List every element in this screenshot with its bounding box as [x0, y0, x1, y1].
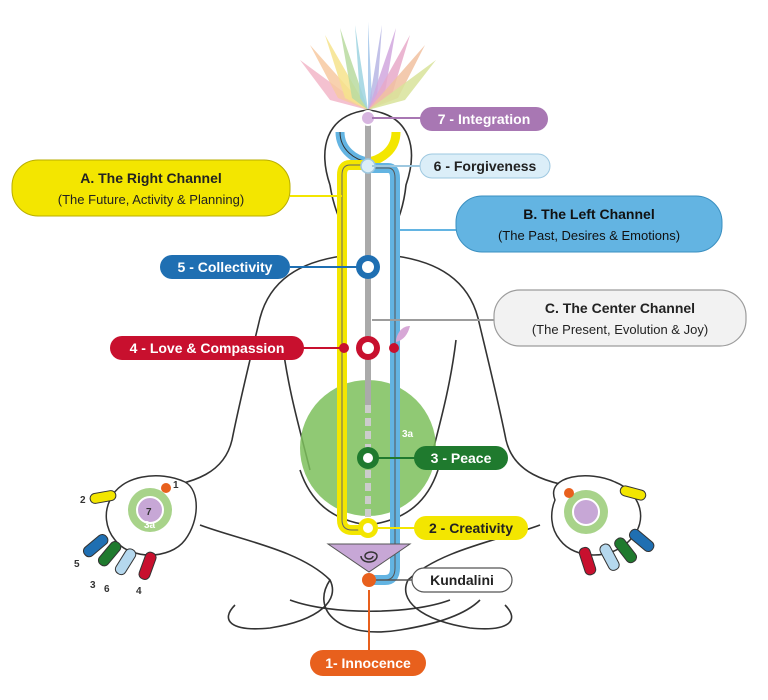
label-chakra-2: 2 - Creativity	[414, 516, 528, 540]
right-hand	[550, 475, 655, 576]
label-chakra-5: 5 - Collectivity	[160, 255, 290, 279]
label-left-channel: B. The Left Channel (The Past, Desires &…	[455, 195, 723, 253]
chakra-5-icon	[356, 255, 380, 279]
svg-text:4 - Love & Compassion: 4 - Love & Compassion	[130, 340, 285, 356]
svg-text:5 - Collectivity: 5 - Collectivity	[178, 259, 273, 275]
svg-text:3 - Peace: 3 - Peace	[431, 450, 492, 466]
chakra-1-icon	[362, 573, 376, 587]
chakra-2-icon	[358, 518, 378, 538]
svg-text:A. The Right Channel: A. The Right Channel	[80, 170, 222, 186]
svg-text:(The Present, Evolution & Joy): (The Present, Evolution & Joy)	[532, 322, 708, 337]
connector-lines	[290, 117, 496, 581]
left-hand	[82, 475, 197, 580]
label-kundalini: Kundalini	[411, 567, 513, 593]
void-label: 3a	[402, 429, 414, 440]
label-chakra-3: 3 - Peace	[414, 446, 508, 470]
finger-6-label: 6	[104, 584, 110, 595]
left-channel-line	[368, 163, 400, 585]
label-center-channel: C. The Center Channel (The Present, Evol…	[493, 289, 747, 347]
svg-text:6 - Forgiveness: 6 - Forgiveness	[434, 158, 537, 174]
svg-text:1- Innocence: 1- Innocence	[325, 655, 411, 671]
label-chakra-7: 7 - Integration	[420, 107, 548, 131]
chakra-3-icon	[357, 447, 379, 469]
svg-text:(The Future, Activity & Planni: (The Future, Activity & Planning)	[58, 192, 244, 207]
svg-text:C. The Center Channel: C. The Center Channel	[545, 300, 695, 316]
chakra-4-icon	[356, 336, 380, 360]
svg-text:Kundalini: Kundalini	[430, 572, 494, 588]
palm-7-label: 7	[146, 507, 152, 518]
svg-text:(The Past, Desires & Emotions): (The Past, Desires & Emotions)	[498, 228, 680, 243]
svg-text:B. The Left Channel: B. The Left Channel	[523, 206, 654, 222]
finger-1-label: 1	[173, 480, 179, 491]
kundalini-coil-icon	[360, 551, 378, 563]
finger-2-label: 2	[80, 495, 86, 506]
label-chakra-4: 4 - Love & Compassion	[110, 336, 304, 360]
label-chakra-6: 6 - Forgiveness	[419, 153, 551, 179]
heart-flame-icon	[396, 326, 410, 342]
finger-5-label: 5	[74, 559, 80, 570]
kundalini-triangle	[326, 543, 412, 573]
finger-3-label: 3	[90, 580, 96, 591]
label-right-channel: A. The Right Channel (The Future, Activi…	[11, 159, 291, 217]
svg-text:2 - Creativity: 2 - Creativity	[429, 520, 513, 536]
lotus-crown	[300, 22, 436, 110]
label-chakra-1: 1- Innocence	[310, 650, 426, 676]
svg-text:7 - Integration: 7 - Integration	[438, 111, 531, 127]
body-outline	[139, 109, 601, 633]
palm-3a-label: 3a	[144, 520, 156, 531]
finger-4-label: 4	[136, 586, 142, 597]
